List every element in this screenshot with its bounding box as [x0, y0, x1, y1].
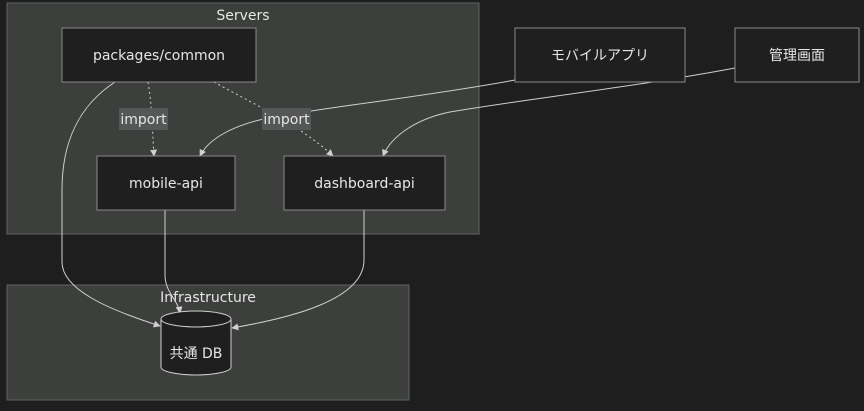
cluster-infrastructure: Infrastructure [6, 284, 410, 401]
edge-common-to-db [61, 81, 161, 328]
node-dashboard-api[interactable]: dashboard-api [283, 155, 446, 211]
edge-label-import-2-bg [262, 108, 311, 130]
edge-label-import-1-text: import [120, 112, 167, 128]
node-mobile-app-box[interactable] [514, 27, 686, 83]
node-mobile-api-label: mobile-api [129, 176, 203, 192]
node-dashboard-api-label: dashboard-api [314, 176, 414, 192]
db-cylinder-top[interactable] [160, 310, 232, 328]
node-admin-screen-box[interactable] [734, 27, 860, 83]
cluster-infrastructure-label: Infrastructure [160, 290, 256, 306]
node-mobile-app-label: モバイルアプリ [551, 48, 649, 64]
cluster-servers-label: Servers [216, 8, 269, 24]
node-shared-db-label: 共通 DB [170, 346, 223, 362]
edge-mobile-api-to-db [164, 210, 183, 314]
node-admin-screen-label: 管理画面 [769, 48, 825, 64]
node-packages-common[interactable]: packages/common [61, 27, 257, 83]
node-packages-common-label: packages/common [93, 48, 225, 64]
db-cylinder-body[interactable] [160, 319, 232, 376]
edge-common-to-mobile-api [147, 81, 158, 157]
edge-label-import-1: import [119, 108, 168, 130]
edge-label-import-2-text: import [263, 112, 310, 128]
edge-label-import-1-bg [119, 108, 168, 130]
node-mobile-app[interactable]: モバイルアプリ [514, 27, 686, 83]
node-shared-db[interactable]: 共通 DB [160, 310, 232, 376]
node-dashboard-api-box[interactable] [283, 155, 446, 211]
edge-dashboard-api-to-db [231, 210, 365, 331]
node-admin-screen[interactable]: 管理画面 [734, 27, 860, 83]
node-mobile-api[interactable]: mobile-api [96, 155, 236, 211]
node-mobile-api-box[interactable] [96, 155, 236, 211]
node-packages-common-box[interactable] [61, 27, 257, 83]
edge-label-import-2: import [262, 108, 311, 130]
